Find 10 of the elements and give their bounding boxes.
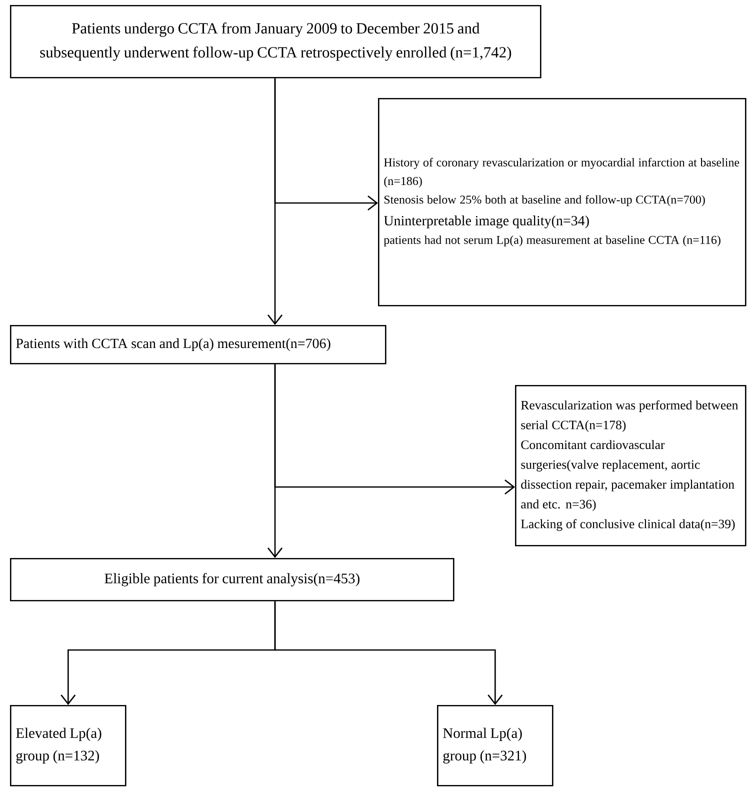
process-box: Revascularization was performed between serial CCTA(n=178) Concomitant cardiovascular surgeries(valve replacement, aortic dissection repair, pacemaker implantation and etc. n=36) Lacking of conclusive clinical data(n=39) (515, 385, 746, 546)
process-box: Eligible patients for current analysis(n=453) (10, 558, 454, 602)
arrow (274, 601, 503, 705)
arrow (274, 78, 378, 211)
arrow (274, 364, 515, 495)
process-box: Elevated Lp(a) group (n=132) (10, 705, 126, 786)
process-box: Patients with CCTA scan and Lp(a) mesurement(n=706) (10, 325, 386, 364)
process-box: History of coronary revascularization or myocardial infarction at baseline (n=186) Stenosis below 25% both at baseline and follow-up CCTA(n=700) Uninterpretable image quality(n=34) patients had not serum Lp(a) measurement at baseline CCTA (n=116) (378, 98, 746, 306)
process-box: Patients undergo CCTA from January 2009 to December 2015 and subsequently underwent follow-up CCTA retrospectively enrolled (n=1,742) (10, 5, 542, 78)
process-box: Normal Lp(a) group (n=321) (437, 705, 554, 786)
